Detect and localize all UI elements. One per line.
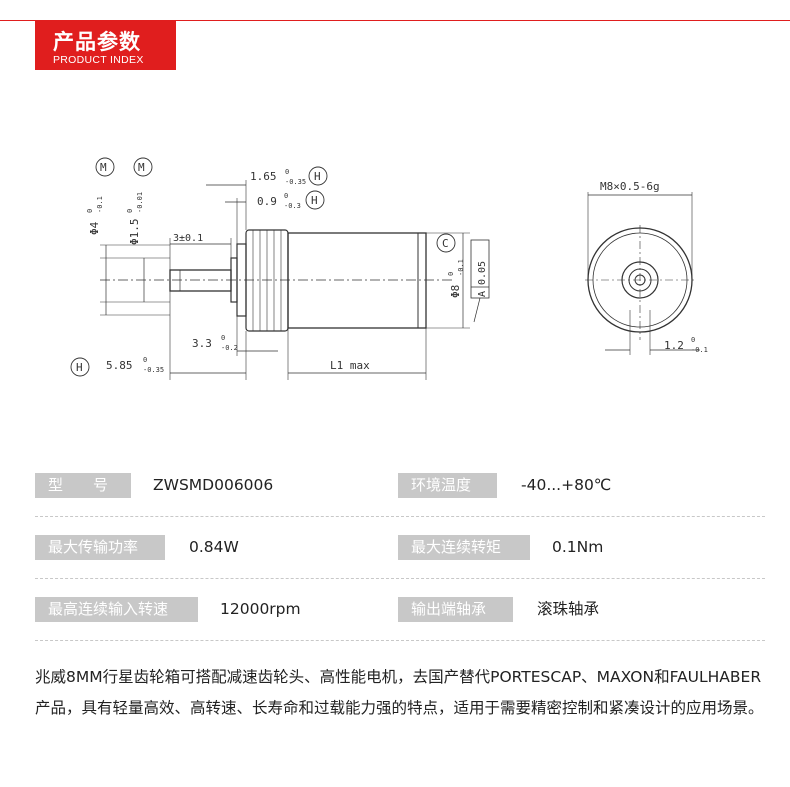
spec-speed-label: 最高连续输入转速 xyxy=(35,597,198,622)
dim-33-sup: 0 xyxy=(221,334,225,342)
datum-a: A xyxy=(477,291,488,297)
dim-d8-sup: 0 xyxy=(447,272,455,276)
circle-m1-letter: M xyxy=(100,161,107,174)
circle-h1-letter: H xyxy=(314,170,321,183)
dim-33-sub: -0.2 xyxy=(221,344,238,352)
dim-585: 5.85 xyxy=(106,359,133,372)
section-title-en: PRODUCT INDEX xyxy=(53,54,144,66)
dim-d4-sup: 0 xyxy=(86,209,94,213)
dim-585-sup: 0 xyxy=(143,356,147,364)
circle-m2-letter: M xyxy=(138,161,145,174)
dim-l1max: L1 max xyxy=(330,359,370,372)
dim-165: 1.65 xyxy=(250,170,277,183)
dim-585-sub: -0.35 xyxy=(143,366,164,374)
dim-165-sub: -0.35 xyxy=(285,178,306,186)
circle-c-letter: C xyxy=(442,237,449,250)
dim-165-sup: 0 xyxy=(285,168,289,176)
header-rule xyxy=(0,20,790,21)
spec-bearing-value: 滚珠轴承 xyxy=(537,600,600,618)
product-description: 兆威8MM行星齿轮箱可搭配减速齿轮头、高性能电机，去国产替代PORTESCAP、… xyxy=(35,668,764,717)
spec-model-label: 型 号 xyxy=(35,473,131,498)
dim-12-sub: -0.1 xyxy=(691,346,708,354)
dim-d15: Φ1.5 xyxy=(128,219,141,246)
dim-d15-sub: -0.01 xyxy=(136,192,144,213)
section-title-box: 产品参数 PRODUCT INDEX xyxy=(35,20,176,70)
dim-thread: M8×0.5-6g xyxy=(600,180,660,193)
technical-drawing: M M H H H C 1.65 0 -0.35 0.9 0 -0.3 3±0.… xyxy=(0,140,790,400)
dim-12-sup: 0 xyxy=(691,336,695,344)
spec-temp-value: -40...+80℃ xyxy=(521,476,612,494)
spec-divider-1 xyxy=(35,516,765,517)
spec-power-label: 最大传输功率 xyxy=(35,535,165,560)
dim-d15-sup: 0 xyxy=(126,209,134,213)
spec-divider-3 xyxy=(35,640,765,641)
dim-d4: Φ4 xyxy=(88,221,101,235)
spec-torque-label: 最大连续转矩 xyxy=(398,535,530,560)
dim-09-sub: -0.3 xyxy=(284,202,301,210)
dim-09-sup: 0 xyxy=(284,192,288,200)
dim-09: 0.9 xyxy=(257,195,277,208)
spec-speed-value: 12000rpm xyxy=(220,600,301,618)
dim-tol: 0.05 xyxy=(477,261,488,285)
dim-d4-sub: -0.1 xyxy=(96,196,104,213)
section-title-cn: 产品参数 xyxy=(53,30,141,54)
spec-bearing-label: 输出端轴承 xyxy=(398,597,513,622)
dim-3: 3±0.1 xyxy=(173,233,203,244)
dim-33: 3.3 xyxy=(192,337,212,350)
spec-temp-label: 环境温度 xyxy=(398,473,497,498)
dim-d8: Φ8 xyxy=(449,285,462,298)
dim-12: 1.2 xyxy=(664,339,684,352)
circle-h2-letter: H xyxy=(311,194,318,207)
spec-torque-value: 0.1Nm xyxy=(552,538,604,556)
spec-power-value: 0.84W xyxy=(189,538,239,556)
dim-d8-sub: -0.1 xyxy=(457,259,465,276)
circle-h3-letter: H xyxy=(76,361,83,374)
drawing-svg: M M H H H C 1.65 0 -0.35 0.9 0 -0.3 3±0.… xyxy=(70,157,708,380)
spec-model-value: ZWSMD006006 xyxy=(153,476,274,494)
spec-divider-2 xyxy=(35,578,765,579)
